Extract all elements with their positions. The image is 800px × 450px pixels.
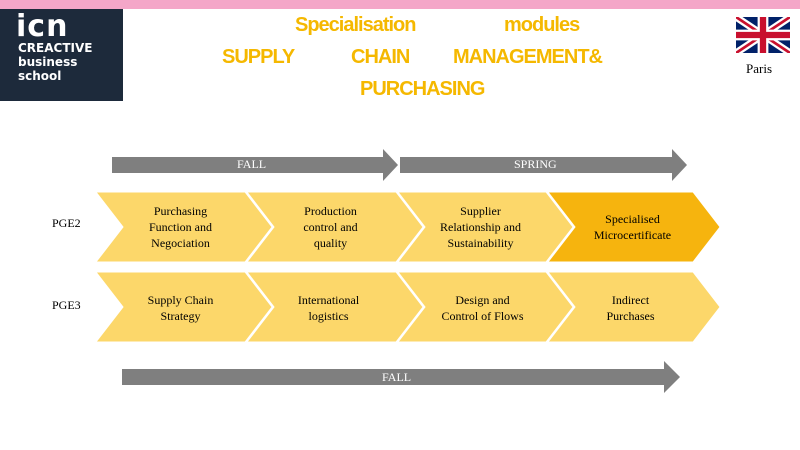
chevron-pge2-2 — [245, 191, 424, 263]
row-label-pge3: PGE3 — [52, 298, 81, 312]
logo-tagline-2: business — [18, 55, 78, 69]
module-production-control: Production control and quality — [303, 204, 358, 250]
logo-tagline: CREACTIVE business school — [18, 41, 92, 83]
logo-brand: icn — [16, 9, 69, 44]
module-purchasing-function: Purchasing Function and Negociation — [149, 204, 212, 250]
module-indirect-purchases: Indirect Purchases — [606, 293, 655, 323]
title-chain: CHAIN — [351, 46, 410, 68]
chevron-pge3-3 — [396, 271, 574, 343]
fall-arrow-top — [112, 149, 398, 181]
chevron-pge3-1 — [94, 271, 273, 343]
title-modules: modules — [504, 14, 580, 36]
location-city: Paris — [746, 61, 772, 76]
chevron-pge2-3 — [396, 191, 574, 263]
school-logo: icn CREACTIVE business school — [0, 9, 123, 101]
chevron-pge2-1 — [94, 191, 273, 263]
top-accent-bar — [0, 0, 800, 9]
title-purchasing: PURCHASING — [360, 78, 485, 100]
row-label-pge2: PGE2 — [52, 216, 81, 230]
spring-label-top: SPRING — [514, 157, 557, 171]
title-specialisation: Specialisation — [295, 14, 416, 36]
module-design-control-flows: Design and Control of Flows — [441, 293, 524, 323]
fall-label-bottom: FALL — [382, 370, 412, 384]
logo-tagline-3: school — [18, 69, 62, 83]
chevron-pge2-4 — [546, 191, 721, 263]
uk-flag-icon — [736, 17, 790, 53]
logo-tagline-1: CREACTIVE — [18, 41, 93, 55]
spring-arrow-top — [400, 149, 687, 181]
module-specialised-microcertificate: Specialised Microcertificate — [593, 212, 672, 242]
module-international-logistics: International logistics — [297, 293, 360, 323]
title-management: MANAGEMENT& — [453, 46, 603, 68]
module-supply-chain-strategy: Supply Chain Strategy — [147, 293, 214, 323]
fall-arrow-bottom — [122, 361, 680, 393]
chevron-pge3-4 — [546, 271, 721, 343]
chevron-pge3-2 — [245, 271, 424, 343]
fall-label-top: FALL — [237, 157, 267, 171]
title-supply: SUPPLY — [222, 46, 295, 68]
module-supplier-relationship: Supplier Relationship and Sustainability — [440, 204, 521, 250]
